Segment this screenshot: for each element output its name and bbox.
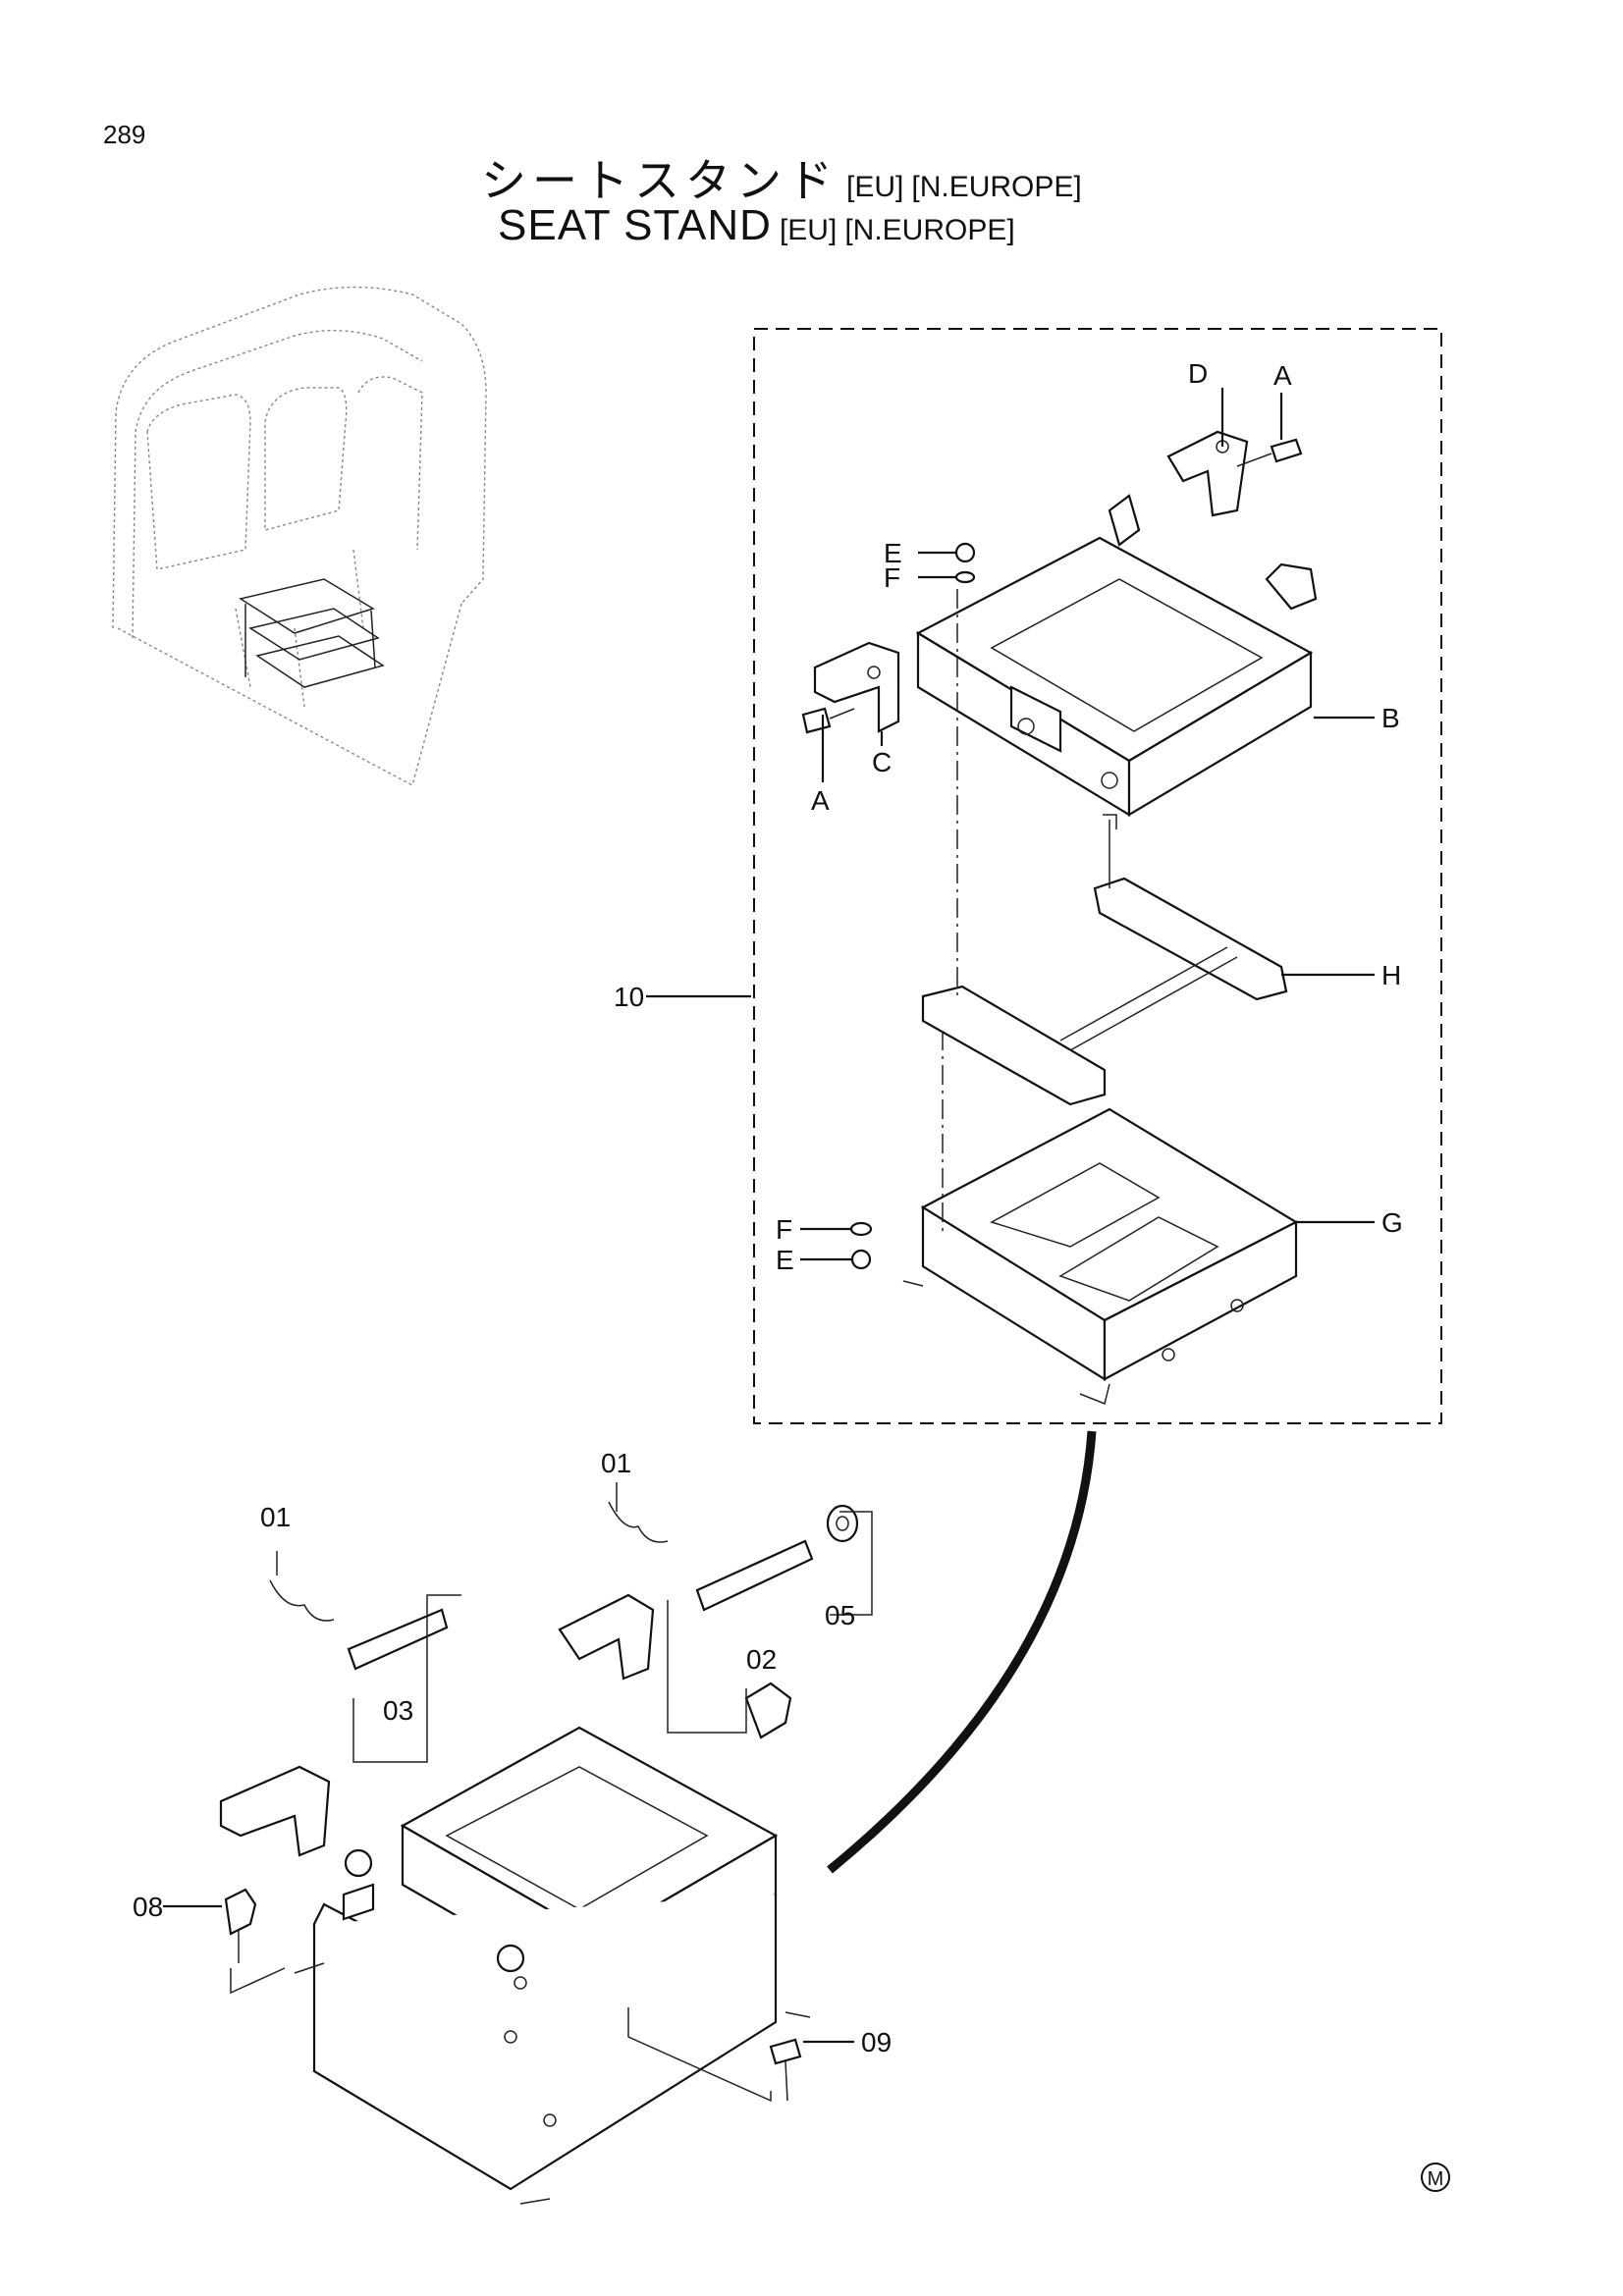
leader-lines	[163, 388, 1375, 2044]
title-en-text: SEAT STAND	[498, 201, 772, 249]
callout-g: G	[1381, 1207, 1403, 1238]
tag-eu-en: [EU]	[779, 214, 838, 246]
cab-locator-sketch	[112, 286, 487, 786]
callout-02: 02	[746, 1644, 777, 1675]
tag-neurope: [N.EUROPE]	[911, 171, 1082, 203]
callout-e-top: E	[884, 538, 902, 568]
part-h-slide-rails	[921, 814, 1288, 1106]
lower-seat-stand-assembly	[219, 1593, 811, 2205]
corner-mark-circle	[1421, 2163, 1450, 2192]
callout-09: 09	[861, 2027, 892, 2057]
assembly-link-curve	[827, 1430, 1097, 1874]
part-b-upper-frame	[915, 494, 1318, 817]
callout-f-bottom: F	[776, 1214, 792, 1245]
callout-08: 08	[133, 1892, 163, 1922]
title-ja-text: シートスタンド	[481, 155, 839, 206]
page-number: 289	[103, 120, 146, 149]
callout-h: H	[1381, 960, 1401, 990]
assembly-box	[753, 328, 1442, 1424]
part-d-bracket	[1166, 430, 1249, 517]
part-c-bracket	[813, 641, 900, 733]
callout-assembly-10: 10	[614, 982, 644, 1012]
callout-d: D	[1188, 358, 1208, 389]
callout-01-left: 01	[260, 1502, 291, 1532]
tag-eu: [EU]	[846, 171, 904, 203]
callout-e-bottom: E	[776, 1245, 794, 1275]
part-g-base	[902, 1107, 1299, 1406]
callout-f-top: F	[884, 562, 900, 593]
title-english: SEAT STAND[EU][N.EUROPE]	[498, 201, 1015, 250]
callout-01-right: 01	[601, 1448, 631, 1478]
pins-and-springs	[224, 1501, 859, 2102]
corner-mark: M	[1428, 2168, 1444, 2190]
callout-a-top: A	[1273, 360, 1292, 391]
callout-c: C	[872, 747, 892, 777]
callout-05: 05	[825, 1600, 855, 1630]
callout-b: B	[1381, 703, 1400, 733]
callout-03: 03	[383, 1695, 413, 1726]
callout-brackets	[230, 1511, 873, 2103]
callout-a-left: A	[811, 785, 830, 816]
title-japanese: シートスタンド[EU][N.EUROPE]	[481, 145, 1082, 210]
tag-neurope-en: [N.EUROPE]	[844, 214, 1015, 246]
